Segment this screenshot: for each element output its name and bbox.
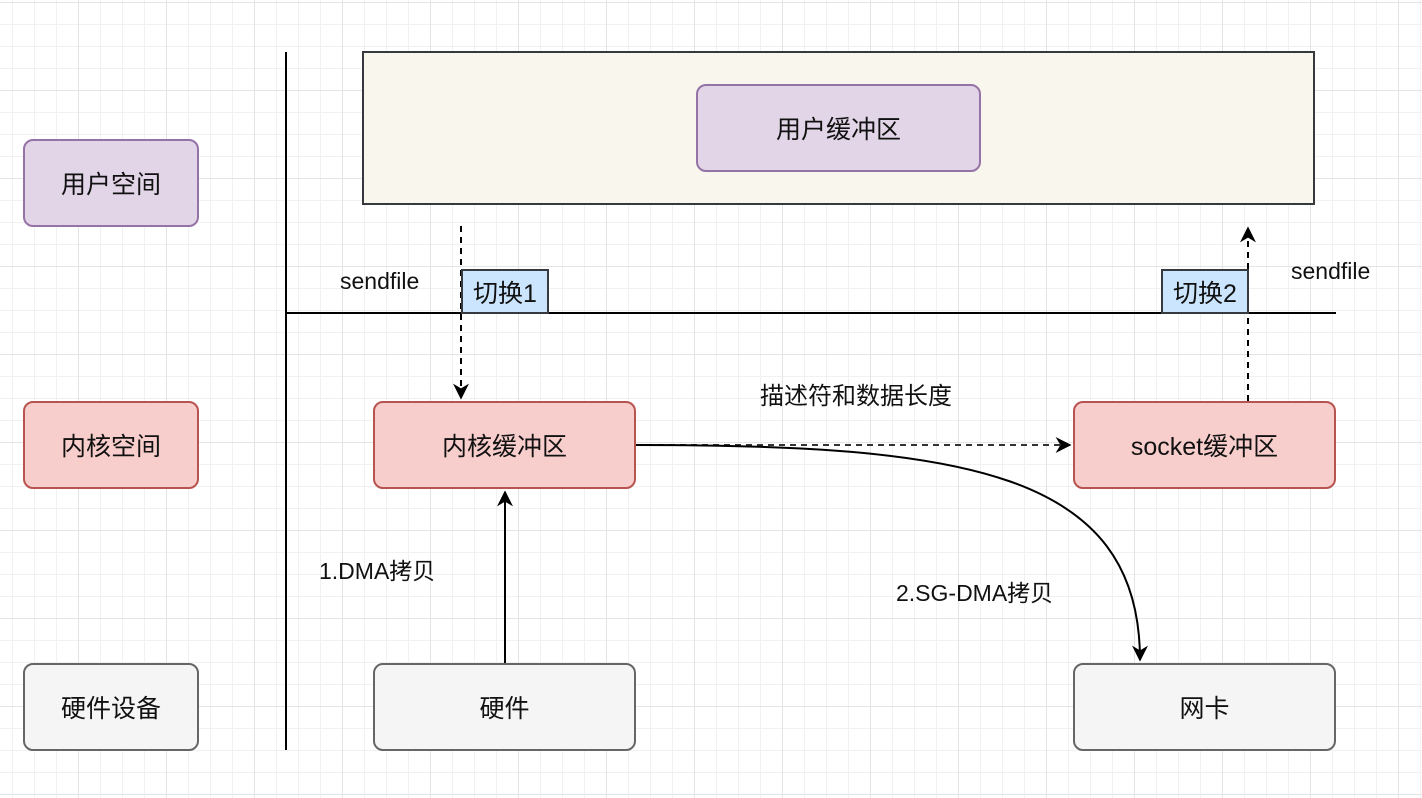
descriptor-label: 描述符和数据长度: [760, 383, 952, 410]
sg-dma-copy-arrow: [635, 444, 1148, 662]
user-buffer-node: 用户缓冲区: [696, 84, 981, 172]
nic-node: 网卡: [1073, 663, 1336, 751]
sendfile-right-label: sendfile: [1291, 258, 1371, 284]
hardware-devices-layer-label: 硬件设备: [23, 663, 199, 751]
switch1-tag: 切换1: [461, 269, 549, 314]
hardware-node: 硬件: [373, 663, 636, 751]
dma-copy-label: 1.DMA拷贝: [319, 558, 436, 584]
switch2-tag: 切换2: [1161, 269, 1249, 314]
sg-dma-copy-label: 2.SG-DMA拷贝: [896, 580, 1054, 606]
user-space-layer-label: 用户空间: [23, 139, 199, 227]
kernel-space-layer-label: 内核空间: [23, 401, 199, 489]
sendfile-left-label: sendfile: [340, 268, 420, 294]
kernel-buffer-node: 内核缓冲区: [373, 401, 636, 489]
socket-buffer-node: socket缓冲区: [1073, 401, 1336, 489]
